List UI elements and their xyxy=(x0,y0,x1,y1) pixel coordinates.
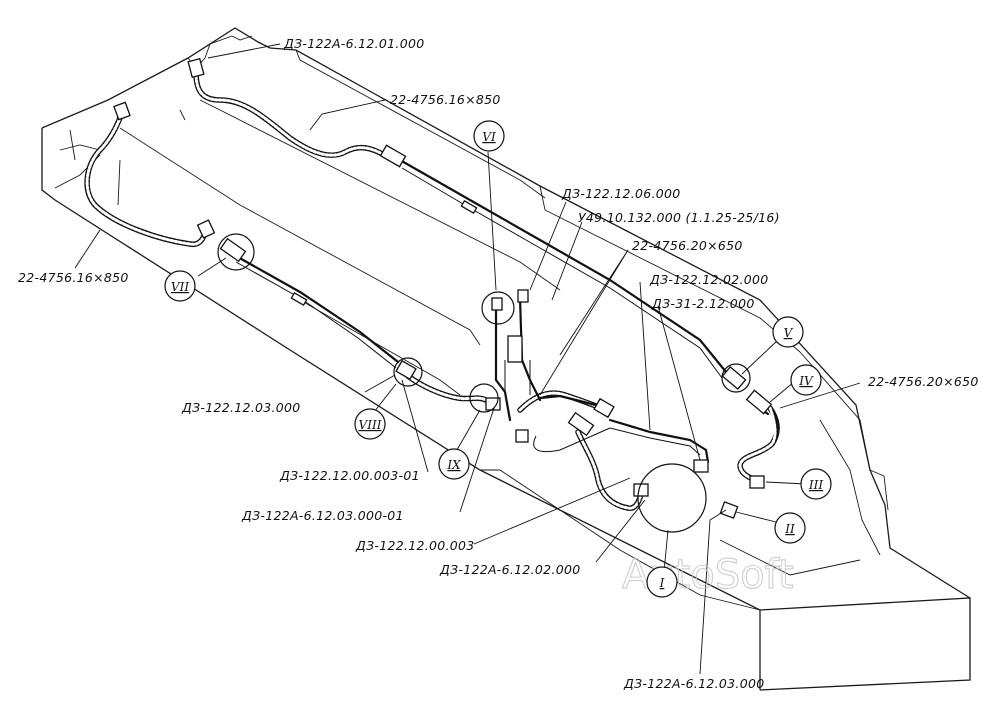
label-part-7: ДЗ-122.12.02.000 xyxy=(649,272,769,287)
svg-text:VI: VI xyxy=(482,130,496,144)
hose-right-end xyxy=(737,405,780,485)
svg-text:IV: IV xyxy=(798,374,814,388)
view-marker-7[interactable]: VII xyxy=(164,270,196,302)
svg-text:IX: IX xyxy=(446,458,461,472)
hose-upper-run xyxy=(193,69,389,159)
svg-text:I: I xyxy=(659,576,665,590)
part-labels: ДЗ-122А-6.12.01.000 22-4756.16×850 22-47… xyxy=(18,36,979,691)
leader-lines xyxy=(74,43,861,675)
label-part-3: 22-4756.16×850 xyxy=(18,270,129,285)
svg-text:II: II xyxy=(784,522,795,536)
label-part-13: ДЗ-122.12.00.003 xyxy=(355,538,475,553)
label-part-11: ДЗ-122.12.00.003-01 xyxy=(279,468,420,483)
view-markers: VI VII VIII IX V IV III II xyxy=(164,120,832,598)
label-part-4: ДЗ-122.12.06.000 xyxy=(561,186,681,201)
svg-text:V: V xyxy=(784,326,794,340)
view-marker-2[interactable]: II xyxy=(774,512,806,544)
svg-text:VIII: VIII xyxy=(359,418,382,432)
frame-platform xyxy=(41,27,971,691)
watermark-text: AutoSoft xyxy=(622,552,794,598)
detail-circles xyxy=(217,233,751,533)
view-marker-3[interactable]: III xyxy=(800,468,832,500)
view-marker-6[interactable]: VI xyxy=(473,120,505,152)
svg-text:III: III xyxy=(808,478,823,492)
hose-center-drop xyxy=(575,429,645,511)
view-marker-4[interactable]: IV xyxy=(790,364,822,396)
label-part-14: ДЗ-122А-6.12.02.000 xyxy=(439,562,580,577)
label-part-15: ДЗ-122А-6.12.03.000 xyxy=(623,676,764,691)
label-part-10: ДЗ-122.12.03.000 xyxy=(181,400,301,415)
label-part-5: У49.10.132.000 (1.1.25-25/16) xyxy=(578,210,780,225)
hose-left-loop xyxy=(84,109,209,248)
label-part-9: 22-4756.20×650 xyxy=(868,374,979,389)
view-marker-1[interactable]: I xyxy=(646,566,678,598)
fittings xyxy=(113,57,773,519)
label-part-6: 22-4756.20×650 xyxy=(632,238,743,253)
view-marker-5[interactable]: V xyxy=(772,316,804,348)
view-marker-9[interactable]: IX xyxy=(438,448,470,480)
label-part-12: ДЗ-122А-6.12.03.000-01 xyxy=(241,508,404,523)
label-part-2: 22-4756.16×850 xyxy=(390,92,501,107)
view-marker-8[interactable]: VIII xyxy=(354,408,386,440)
label-part-8: ДЗ-31-2.12.000 xyxy=(651,296,755,311)
hose-lower-left xyxy=(405,373,489,403)
label-part-1: ДЗ-122А-6.12.01.000 xyxy=(283,36,424,51)
steel-pipes xyxy=(234,158,770,464)
svg-text:VII: VII xyxy=(171,280,189,294)
